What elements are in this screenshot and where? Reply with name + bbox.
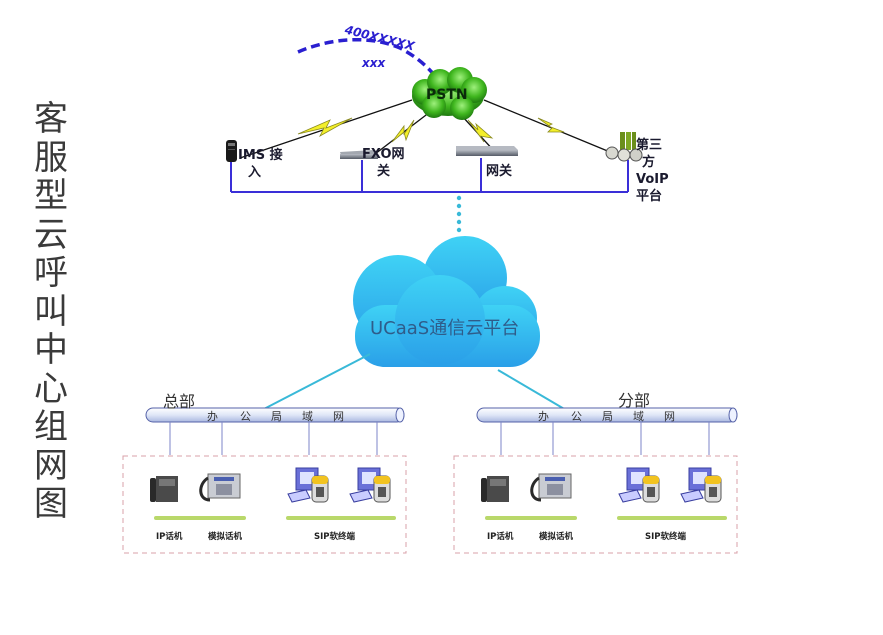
branch-title: 分部 [618, 391, 651, 410]
ucaas-cloud-label: UCaaS通信云平台 [370, 318, 520, 339]
lightning-icon [467, 119, 494, 143]
label-line: 网关 [486, 164, 513, 179]
ims-access-label: IMS 接 入 [238, 147, 283, 181]
lan-char: 办 [538, 410, 549, 423]
e1-gateway-label: E1 网关 [486, 146, 512, 180]
hq-softclient-bar [286, 516, 396, 520]
server-cluster-icon [605, 132, 643, 162]
pstn-cloud [412, 67, 487, 120]
analog-phone-icon [199, 473, 241, 502]
server-icon [226, 140, 237, 162]
title-char: 中 [34, 330, 68, 370]
lan-char: 域 [302, 410, 313, 423]
ip-phone-icon [150, 476, 178, 502]
ucaas-cloud [353, 236, 540, 367]
voip-platform-label: 第三 方 VoIP 平台 [636, 137, 669, 205]
cloud-uplink [456, 195, 462, 233]
hq-lan-drops [169, 422, 378, 455]
lan-char: 公 [240, 410, 251, 423]
lightning-bolts [297, 117, 565, 143]
branch-lan-drops [500, 422, 710, 455]
analog-phone-label: 模拟话机 [208, 532, 243, 542]
gateway-icon [340, 150, 378, 159]
ip-phone-icon [481, 476, 509, 502]
title-char: 图 [34, 484, 68, 524]
gateway-icon [456, 146, 518, 156]
label-line: IMS 接 [238, 148, 283, 163]
label-line: 方 [642, 155, 656, 170]
sip-softphone-label: SIP软终端 [314, 532, 356, 542]
label-line: 平台 [636, 189, 663, 204]
label-line: VoIP [636, 172, 669, 187]
branch-phones-bar [485, 516, 577, 520]
lan-char: 网 [664, 410, 675, 423]
title-char: 呼 [34, 253, 68, 293]
label-line: 关 [377, 164, 391, 179]
lan-char: 局 [602, 410, 613, 423]
branch-softclient-bar [617, 516, 727, 520]
title-char: 心 [34, 368, 68, 409]
title-char: 叫 [34, 291, 68, 332]
lightning-icon [297, 117, 353, 137]
hq-lan-tube [145, 407, 405, 423]
sip-softphone-icon [287, 467, 329, 503]
title-char: 网 [34, 445, 68, 486]
title-char: 云 [34, 214, 68, 255]
pstn-label: PSTN [426, 87, 468, 103]
title-char: 组 [34, 407, 68, 447]
page-title: 客 服 型 云 呼 叫 中 心 组 网 图 [30, 100, 72, 524]
lan-char: 域 [633, 410, 644, 423]
ip-phone-label: IP话机 [487, 532, 514, 542]
sip-softphone-icon [349, 467, 391, 503]
hq-phones-bar [154, 516, 246, 520]
title-char: 型 [34, 176, 68, 216]
analog-phone-icon [530, 473, 572, 502]
lightning-icon [537, 117, 565, 133]
fxo-gateway-label: FXO网 关 [362, 146, 405, 180]
analog-phone-label: 模拟话机 [539, 532, 574, 542]
title-char: 服 [34, 137, 68, 178]
title-char: 客 [34, 99, 68, 139]
hq-title: 总部 [163, 392, 196, 411]
lan-char: 网 [333, 410, 344, 423]
label-line: 第三 [636, 138, 663, 153]
access-bus [230, 158, 629, 193]
label-line: FXO网 [362, 147, 405, 162]
label-line: 入 [248, 165, 262, 180]
lan-char: 办 [207, 410, 218, 423]
hq-device-area [122, 455, 407, 554]
ip-phone-label: IP话机 [156, 532, 183, 542]
sip-softphone-icon [618, 467, 660, 503]
lan-char: 局 [271, 410, 282, 423]
cloud-lan-links [261, 353, 567, 411]
sip-softphone-icon [680, 467, 722, 503]
sip-softphone-label: SIP软终端 [645, 532, 687, 542]
lan-char: 公 [571, 410, 582, 423]
branch-lan-tube [476, 407, 738, 423]
branch-device-area [453, 455, 738, 554]
lightning-icon [391, 119, 415, 143]
incoming-number-suffix: xxx [362, 56, 386, 70]
